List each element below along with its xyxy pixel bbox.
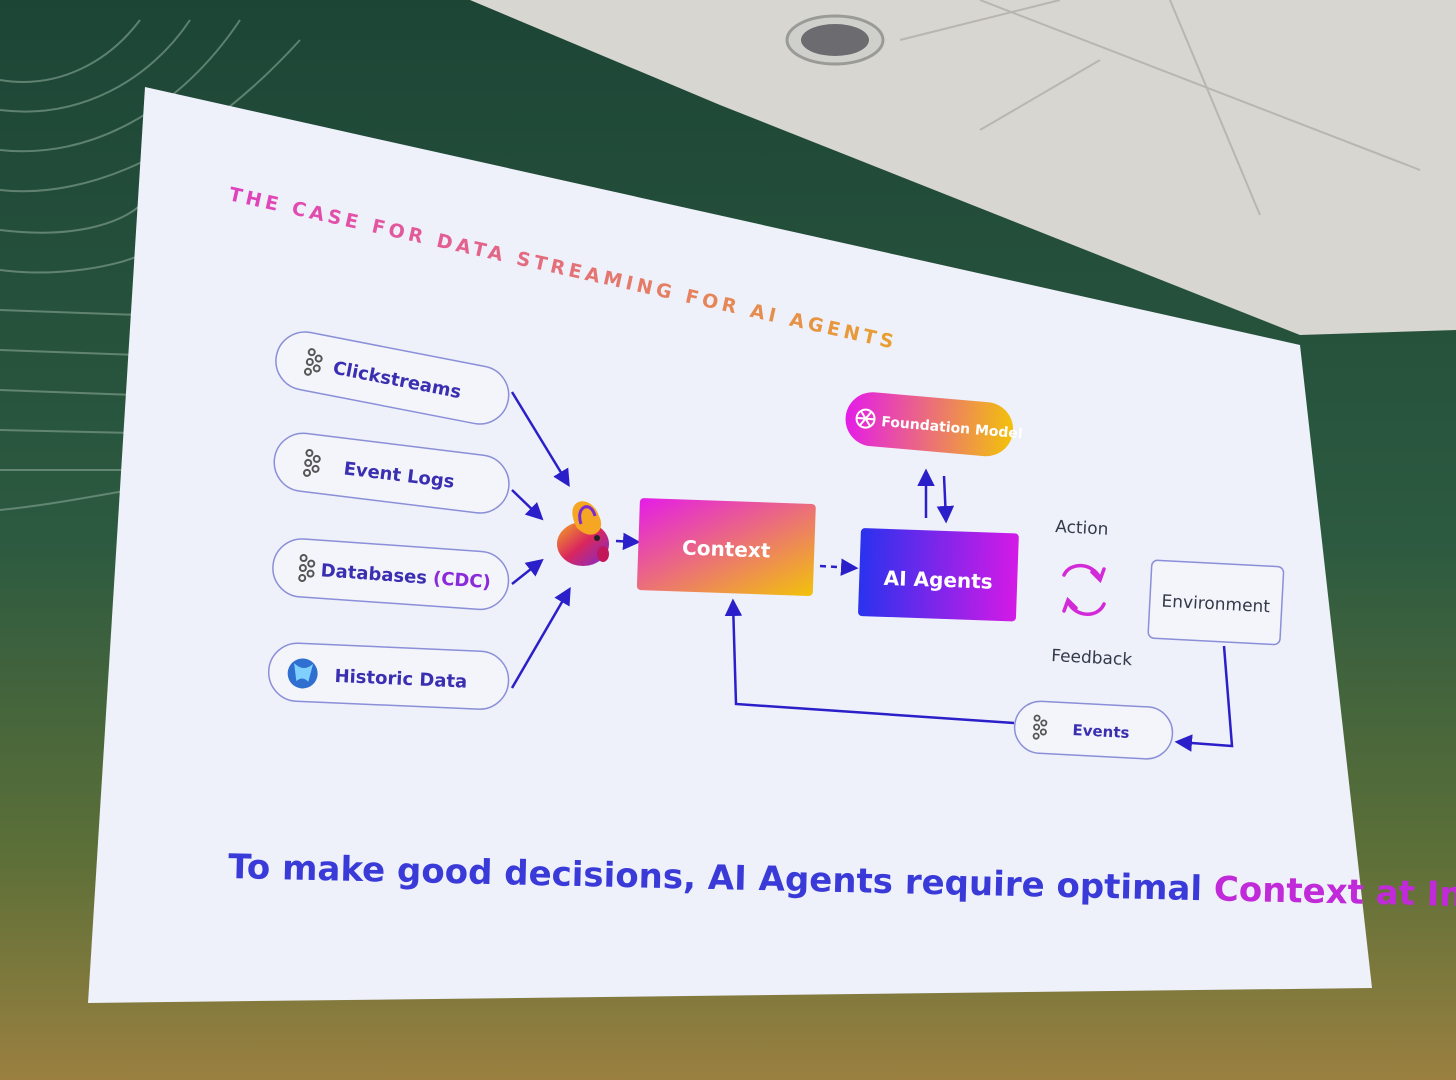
globe-icon xyxy=(287,658,318,689)
events-pill: Events xyxy=(1013,700,1174,760)
kafka-icon xyxy=(298,554,316,582)
processor-to-context-arrow xyxy=(615,532,641,551)
feedback-label: Feedback xyxy=(1051,646,1133,670)
environment-to-events-arrow xyxy=(1174,645,1234,752)
kafka-icon xyxy=(302,449,321,477)
openai-icon xyxy=(855,408,876,429)
cycle-arrows-icon xyxy=(1062,563,1106,616)
events-to-context-arrow xyxy=(724,598,1015,725)
source-pill-databases: Databases(CDC) xyxy=(272,538,510,611)
kafka-icon xyxy=(1032,714,1048,740)
model-agent-arrows xyxy=(917,468,955,524)
environment-box: Environment xyxy=(1147,559,1285,646)
source-pill-clickstreams: Clickstreams xyxy=(275,331,510,425)
kafka-icon xyxy=(303,348,323,376)
context-box: Context xyxy=(636,498,816,596)
flink-squirrel-icon xyxy=(557,501,609,566)
ai-agents-box: AI Agents xyxy=(858,528,1019,622)
context-label: Context xyxy=(682,536,771,563)
action-label: Action xyxy=(1055,517,1109,540)
ceiling xyxy=(470,0,1456,335)
source-pill-historic-data: Historic Data xyxy=(267,642,510,710)
context-to-agents-arrow xyxy=(819,558,859,576)
events-label: Events xyxy=(1072,721,1130,742)
source-pill-event-logs: Event Logs xyxy=(273,432,510,514)
ai-agents-label: AI Agents xyxy=(883,566,993,594)
foundation-model-pill: Foundation Model xyxy=(845,392,1023,457)
source-arrows xyxy=(510,391,571,689)
